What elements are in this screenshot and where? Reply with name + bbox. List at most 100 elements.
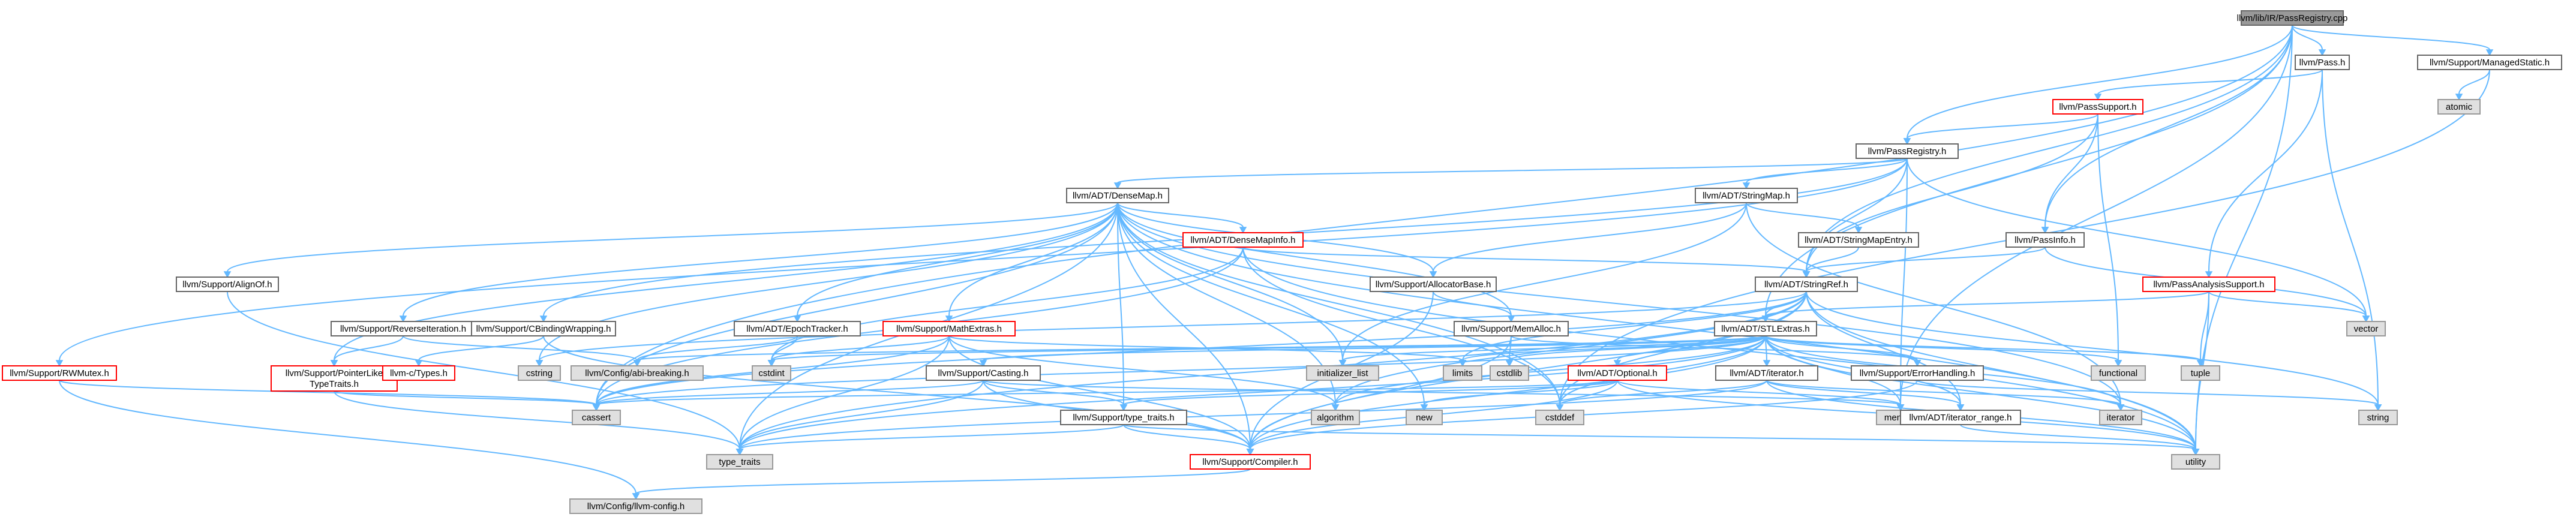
node-llvm-adt-stringmap-h[interactable]: llvm/ADT/StringMap.h xyxy=(1695,188,1798,203)
edge-compiler-to-llvmconfig xyxy=(632,468,1251,500)
node-box xyxy=(2052,99,2143,115)
edge-line xyxy=(739,380,984,450)
edge-adt_iterator-to-iterator xyxy=(1766,380,2125,411)
node-limits[interactable]: limits xyxy=(1443,365,1482,381)
edge-arrowhead xyxy=(1246,449,1254,456)
node-iterator[interactable]: iterator xyxy=(2099,410,2142,425)
edge-line xyxy=(1117,202,1512,317)
node-cstring[interactable]: cstring xyxy=(518,365,561,381)
node-functional[interactable]: functional xyxy=(2091,365,2146,381)
node-llvm-support-cbindingwrapping-h[interactable]: llvm/Support/CBindingWrapping.h xyxy=(471,321,616,336)
node-label: llvm/ADT/iterator.h xyxy=(1730,368,1803,378)
node-label: functional xyxy=(2099,368,2137,378)
node-label: string xyxy=(2367,413,2389,423)
node-llvm-support-rwmutex-h[interactable]: llvm/Support/RWMutex.h xyxy=(2,365,117,381)
edge-line xyxy=(1342,335,1766,361)
node-cassert[interactable]: cassert xyxy=(572,410,621,425)
node-new[interactable]: new xyxy=(1406,410,1443,425)
node-llvm-support-reverseiteration-h[interactable]: llvm/Support/ReverseIteration.h xyxy=(331,321,476,336)
node-llvm-adt-optional-h[interactable]: llvm/ADT/Optional.h xyxy=(1568,365,1667,381)
edge-line xyxy=(59,380,637,494)
edge-stlextras-to-limits xyxy=(1458,335,1766,367)
node-llvm-adt-epochtracker-h[interactable]: llvm/ADT/EpochTracker.h xyxy=(734,321,861,336)
node-atomic[interactable]: atomic xyxy=(2437,99,2481,115)
edge-cbindingwrapping-to-ctypes xyxy=(415,335,544,367)
node-llvm-support-allocatorbase-h[interactable]: llvm/Support/AllocatorBase.h xyxy=(1370,276,1497,292)
node-llvm-passinfo-h[interactable]: llvm/PassInfo.h xyxy=(2005,232,2085,248)
node-type-traits[interactable]: type_traits xyxy=(706,454,773,470)
edge-line xyxy=(334,390,597,405)
edge-line xyxy=(59,380,597,405)
edge-line xyxy=(227,202,1118,272)
node-cstdlib[interactable]: cstdlib xyxy=(1490,365,1529,381)
node-utility[interactable]: utility xyxy=(2171,454,2220,470)
edge-stringref-to-cstring xyxy=(535,291,1807,367)
node-llvm-passsupport-h[interactable]: llvm/PassSupport.h xyxy=(2052,99,2143,115)
edge-arrowhead xyxy=(1458,360,1467,367)
node-llvm-c-types-h[interactable]: llvm-c/Types.h xyxy=(382,365,455,381)
node-cstddef[interactable]: cstddef xyxy=(1535,410,1584,425)
node-box xyxy=(706,454,773,470)
edge-line xyxy=(1806,291,2196,450)
node-llvm-pass-h[interactable]: llvm/Pass.h xyxy=(2295,55,2350,70)
node-llvm-adt-stlextras-h[interactable]: llvm/ADT/STLExtras.h xyxy=(1714,321,1817,336)
node-llvm-support-memalloc-h[interactable]: llvm/Support/MemAlloc.h xyxy=(1454,321,1569,336)
node-box xyxy=(2005,232,2085,248)
node-llvm-config-abi-breaking-h[interactable]: llvm/Config/abi-breaking.h xyxy=(571,365,704,381)
edge-line xyxy=(1900,158,1908,405)
edge-line xyxy=(948,202,1118,317)
node-llvm-passanalysissupport-h[interactable]: llvm/PassAnalysisSupport.h xyxy=(2142,276,2275,292)
node-box xyxy=(2358,410,2398,425)
node-llvm-adt-iterator-range-h[interactable]: llvm/ADT/iterator_range.h xyxy=(1900,410,2021,425)
node-label: llvm/Support/CBindingWrapping.h xyxy=(476,324,611,334)
edge-line xyxy=(1123,380,1618,405)
edge-arrowhead xyxy=(1338,360,1347,367)
node-cstdint[interactable]: cstdint xyxy=(752,365,791,381)
node-llvm-support-mathextras-h[interactable]: llvm/Support/MathExtras.h xyxy=(882,321,1016,336)
node-vector[interactable]: vector xyxy=(2346,321,2386,336)
node-initializer-list[interactable]: initializer_list xyxy=(1306,365,1379,381)
edge-arrowhead xyxy=(415,360,423,367)
node-label: llvm/Support/MemAlloc.h xyxy=(1461,324,1561,334)
node-label: llvm/Pass.h xyxy=(2299,58,2346,68)
node-llvm-adt-stringmapentry-h[interactable]: llvm/ADT/StringMapEntry.h xyxy=(1798,232,1919,248)
node-llvm-adt-densemapinfo-h[interactable]: llvm/ADT/DenseMapInfo.h xyxy=(1182,232,1304,248)
node-llvm-support-errorhandling-h[interactable]: llvm/Support/ErrorHandling.h xyxy=(1851,365,1984,381)
edge-passsupport-to-passregistry_h xyxy=(1903,113,2098,145)
node-algorithm[interactable]: algorithm xyxy=(1311,410,1360,425)
node-llvm-support-casting-h[interactable]: llvm/Support/Casting.h xyxy=(926,365,1041,381)
edge-stlextras-to-abibreaking xyxy=(633,335,1766,367)
edge-line xyxy=(1117,202,1560,405)
node-llvm-support-managedstatic-h[interactable]: llvm/Support/ManagedStatic.h xyxy=(2417,55,2562,70)
node-label: llvm/Support/ErrorHandling.h xyxy=(1860,368,1975,378)
node-box xyxy=(271,365,398,392)
node-string[interactable]: string xyxy=(2358,410,2398,425)
node-llvm-adt-stringref-h[interactable]: llvm/ADT/StringRef.h xyxy=(1755,276,1858,292)
node-tuple[interactable]: tuple xyxy=(2181,365,2220,381)
node-box xyxy=(518,365,561,381)
node-llvm-support-alignof-h[interactable]: llvm/Support/AlignOf.h xyxy=(176,276,279,292)
node-llvm-lib-ir-passregistry-cpp[interactable]: llvm/lib/IR/PassRegistry.cpp xyxy=(2237,10,2348,26)
node-box xyxy=(1066,188,1169,203)
edge-line xyxy=(1765,335,2201,361)
node-llvm-passregistry-h[interactable]: llvm/PassRegistry.h xyxy=(1856,143,1959,159)
node-llvm-support-compiler-h[interactable]: llvm/Support/Compiler.h xyxy=(1190,454,1311,470)
node-box xyxy=(176,276,279,292)
node-label: llvm/Config/llvm-config.h xyxy=(587,501,685,512)
edge-arrowhead xyxy=(1956,404,1965,411)
node-llvm-adt-densemap-h[interactable]: llvm/ADT/DenseMap.h xyxy=(1066,188,1169,203)
edge-line xyxy=(2044,25,2293,228)
edge-line xyxy=(1123,424,2196,450)
edge-arrowhead xyxy=(793,315,801,323)
node-box xyxy=(2099,410,2142,425)
edge-line xyxy=(771,247,1244,361)
edge-line xyxy=(1462,335,1766,361)
node-label: llvm-c/Types.h xyxy=(390,368,448,378)
node-box xyxy=(2091,365,2146,381)
node-llvm-support-type-traits-h[interactable]: llvm/Support/type_traits.h xyxy=(1060,410,1187,425)
node-llvm-adt-iterator-h[interactable]: llvm/ADT/iterator.h xyxy=(1715,365,1818,381)
node-label: tuple xyxy=(2191,368,2211,378)
node-llvm-config-llvm-config-h[interactable]: llvm/Config/llvm-config.h xyxy=(569,498,702,514)
edge-line xyxy=(1509,335,1512,361)
